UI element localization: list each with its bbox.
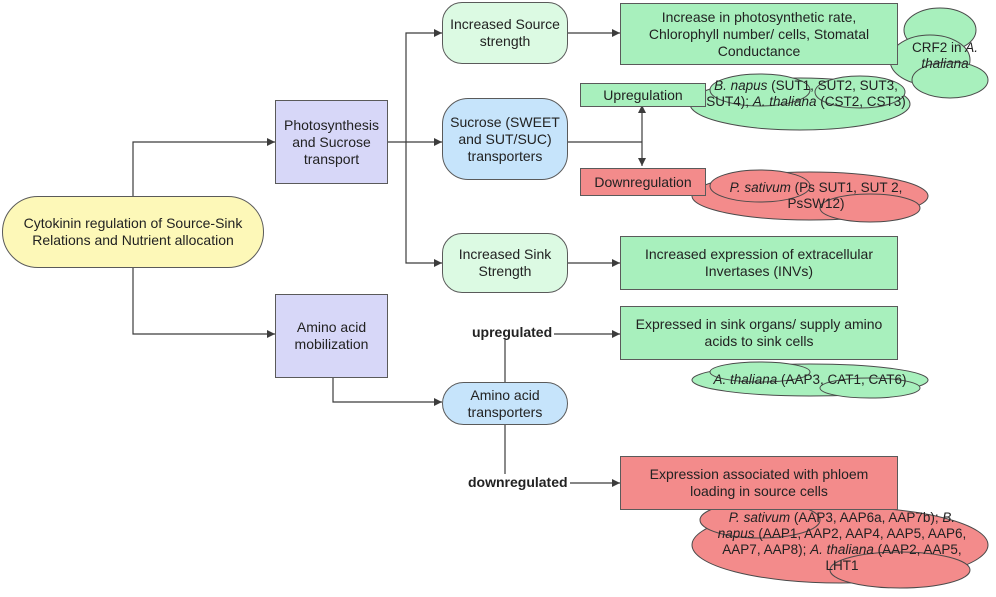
cloud-psativum-sut — [691, 169, 929, 223]
down-bnapus-genes: (AAP1, AAP2, AAP4, AAP5, AAP6, AAP7, AAP… — [722, 526, 967, 557]
bnapus-species: B. napus — [714, 78, 768, 93]
edge-mobilization-to-transporters — [332, 378, 442, 406]
amino-mobilization-node: Amino acid mobilization — [275, 294, 388, 378]
edge-to-sink-strength — [405, 142, 442, 267]
downregulated-edge-label: downregulated — [466, 474, 570, 490]
athaliana-aap-cloud-text: A. thaliana (AAP3, CAT1, CAT6) — [700, 372, 920, 388]
sink-organs-label: Expressed in sink organs/ supply amino a… — [635, 316, 883, 349]
down-athaliana-species: A. thaliana — [810, 542, 874, 557]
photosynthesis-node: Photosynthesis and Sucrose transport — [275, 100, 388, 184]
source-strength-node: Increased Source strength — [442, 2, 568, 64]
psativum-sut-cloud-text: P. sativum (Ps SUT1, SUT 2, PsSW12) — [710, 180, 922, 212]
sink-strength-label: Increased Sink Strength — [458, 246, 552, 279]
photosynthetic-rate-node: Increase in photosynthetic rate, Chlorop… — [620, 3, 898, 65]
amino-transporters-label: Amino acid transporters — [467, 386, 543, 420]
invertases-node: Increased expression of extracellular In… — [620, 236, 898, 290]
crf2-cloud-text: CRF2 in A. thaliana — [904, 40, 986, 72]
upregulation-label: Upregulation — [603, 86, 683, 103]
source-strength-label: Increased Source strength — [450, 16, 560, 49]
athaliana-aap-species: A. thaliana — [713, 372, 778, 387]
down-bnapus-species: B. napus — [717, 510, 956, 541]
sink-strength-node: Increased Sink Strength — [442, 233, 568, 293]
edge-transporters-up — [504, 330, 620, 382]
edge-root-to-photosynthesis — [132, 138, 275, 196]
amino-transporters-node: Amino acid transporters — [442, 382, 568, 425]
amino-mobilization-label: Amino acid mobilization — [294, 319, 369, 352]
cloud-down-aap — [691, 501, 989, 589]
invertases-label: Increased expression of extracellular In… — [644, 246, 873, 279]
down-psativum-genes: (AAP3, AAP6a, AAP7b); — [790, 510, 943, 525]
down-aap-cloud-text: P. sativum (AAP3, AAP6a, AAP7b); B. napu… — [712, 510, 972, 574]
cloud-crf2 — [889, 7, 989, 99]
root-node: Cytokinin regulation of Source-Sink Rela… — [2, 196, 264, 268]
cloud-bnapus-sut — [689, 73, 911, 131]
upregulation-node: Upregulation — [580, 83, 706, 107]
phloem-loading-node: Expression associated with phloem loadin… — [620, 456, 898, 510]
cloud-athaliana-aap — [691, 361, 929, 399]
photosynthetic-rate-label: Increase in photosynthetic rate, Chlorop… — [648, 8, 870, 59]
psativum-species: P. sativum — [729, 180, 791, 195]
bnapus-genes: (SUT1, SUT2, SUT3, SUT4); — [706, 78, 898, 109]
edge-to-source-strength — [405, 29, 442, 142]
downregulation-node: Downregulation — [580, 168, 706, 196]
sucrose-transporters-node: Sucrose (SWEET and SUT/SUC) transporters — [442, 98, 568, 180]
crf2-prefix: CRF2 in — [911, 40, 966, 55]
down-psativum-species: P. sativum — [728, 510, 791, 525]
upregulated-edge-label: upregulated — [470, 324, 555, 340]
crf2-species: A. thaliana — [921, 40, 979, 71]
phloem-loading-label: Expression associated with phloem loadin… — [649, 466, 869, 499]
edge-root-to-amino-mobilization — [132, 268, 275, 338]
bnapus-sut-cloud-text: B. napus (SUT1, SUT2, SUT3, SUT4); A. th… — [700, 78, 912, 110]
sucrose-transporters-label: Sucrose (SWEET and SUT/SUC) transporters — [450, 113, 560, 164]
sink-organs-node: Expressed in sink organs/ supply amino a… — [620, 306, 898, 360]
athaliana-aap-genes: (AAP3, CAT1, CAT6) — [777, 372, 907, 387]
psativum-genes: (Ps SUT1, SUT 2, PsSW12) — [787, 180, 903, 211]
athaliana-species: A. thaliana — [752, 94, 817, 109]
root-label: Cytokinin regulation of Source-Sink Rela… — [23, 215, 243, 248]
downregulation-label: Downregulation — [594, 173, 692, 190]
photosynthesis-label: Photosynthesis and Sucrose transport — [284, 116, 379, 167]
athaliana-genes: (CST2, CST3) — [816, 94, 906, 109]
down-athaliana-genes: (AAP2, AAP5, LHT1 — [825, 542, 962, 573]
